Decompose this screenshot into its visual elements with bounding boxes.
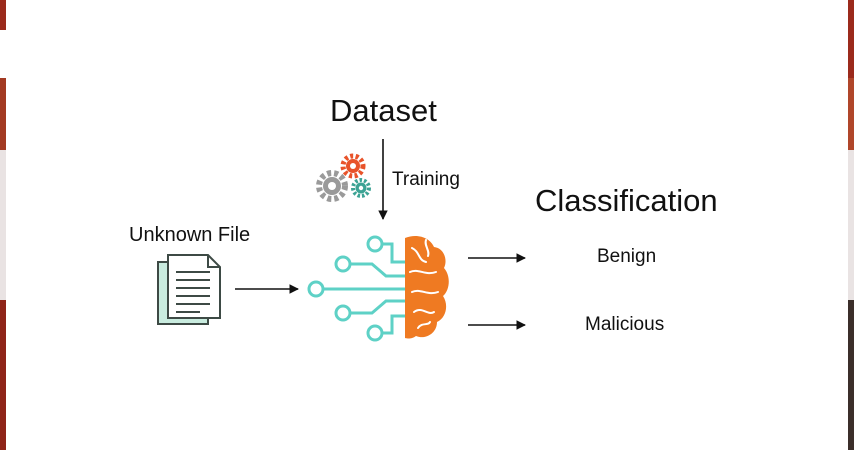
neural-brain-icon	[307, 235, 449, 342]
dataset-title: Dataset	[330, 93, 437, 128]
gears-icon	[316, 153, 371, 202]
document-icon	[157, 254, 221, 325]
training-label: Training	[392, 169, 460, 190]
left-edge-strip	[0, 0, 6, 450]
benign-label: Benign	[597, 246, 657, 267]
classification-title: Classification	[535, 183, 718, 218]
malicious-label: Malicious	[585, 314, 665, 335]
unknown-file-label: Unknown File	[129, 224, 251, 246]
right-edge-strip	[848, 0, 854, 450]
